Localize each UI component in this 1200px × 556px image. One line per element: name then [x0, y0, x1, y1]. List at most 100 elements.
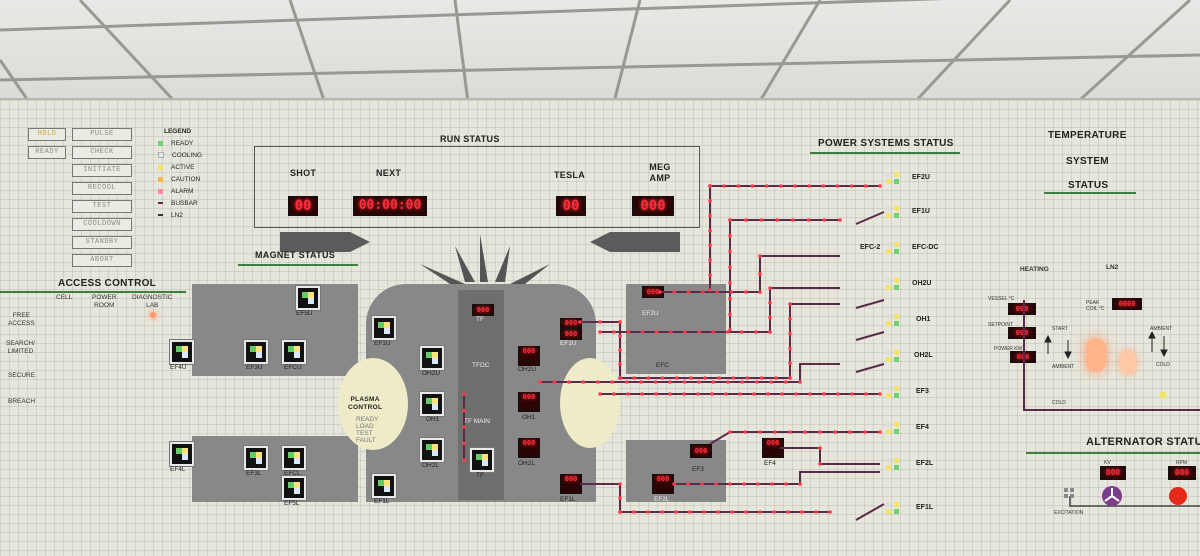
diagnostic-lab-indicator [150, 312, 156, 318]
legend-title: LEGEND [164, 128, 192, 135]
access-row-breach: BREACH [8, 398, 36, 405]
cooling-swatch-icon [158, 152, 164, 159]
busbar-light [788, 346, 792, 351]
busbar-light [646, 510, 650, 514]
down-arrow-icon [1160, 349, 1168, 358]
status-light [894, 213, 899, 218]
ef4u-label: EF4U [170, 364, 187, 371]
busbar-light [728, 249, 732, 254]
ps-ef2u-label: EF2U [912, 174, 930, 181]
temp-light [1160, 392, 1166, 398]
busbar-light [772, 510, 776, 514]
ln2-label: LN2 [1106, 264, 1119, 271]
busbar-light [878, 392, 882, 396]
status-light [894, 393, 899, 398]
initiate-button[interactable]: INITIATE [72, 164, 132, 177]
efc-label: EFC [656, 362, 669, 369]
busbar-light [743, 218, 748, 222]
tf-indicator [470, 448, 494, 472]
ef5u-indicator [296, 286, 320, 310]
busbar-lights [462, 184, 882, 514]
ambient-label-left: AMBIENT [1052, 364, 1075, 370]
magnet-status-rule [238, 264, 358, 266]
status-light [886, 179, 891, 184]
oh2l-indicator [420, 438, 444, 462]
ef4l-label: EF4L [170, 466, 186, 473]
tfdc-label: TFDC [472, 362, 490, 369]
busbar-light [578, 320, 582, 324]
busbar-light [708, 184, 712, 188]
busbar-light [728, 312, 732, 317]
ps-oh2u-label: OH2U [912, 280, 932, 287]
megamp-label: MEG AMP [649, 162, 671, 183]
hold-button[interactable]: HOLD [28, 128, 66, 141]
access-row-secure: SECURE [8, 372, 36, 379]
ps-ef1l-label: EF1L [916, 504, 934, 511]
busbar-light [700, 482, 704, 486]
busbar-light [728, 430, 732, 434]
busbar-light [729, 290, 734, 294]
pulse-button[interactable]: PULSE [72, 128, 132, 141]
status-light [886, 509, 891, 514]
access-control-title: ACCESS CONTROL [58, 278, 157, 289]
busbar-light [717, 376, 721, 380]
busbar-light [669, 330, 673, 334]
busbar-light [708, 258, 712, 263]
busbar-light [567, 380, 571, 384]
ps-ef2l-label: EF2L [916, 460, 934, 467]
busbar-light [618, 362, 622, 366]
busbar-light [618, 482, 622, 486]
status-light [894, 465, 899, 470]
busbar-light [759, 218, 764, 222]
standby-button[interactable]: STANDBY [72, 236, 132, 249]
busbar-light [850, 392, 854, 396]
busbar-light [730, 510, 734, 514]
tesla-label: TESLA [554, 170, 586, 180]
busbar-light [849, 184, 854, 188]
busbar-light [814, 510, 818, 514]
cold-label-right: COLD [1156, 362, 1170, 368]
test-button[interactable]: TEST [72, 200, 132, 213]
ready-swatch-icon [158, 140, 163, 146]
busbar-light [708, 273, 712, 277]
access-col-cell: CELL [56, 294, 73, 301]
busbar-light [788, 361, 792, 366]
busbar-light [788, 302, 792, 306]
busbar-light [618, 320, 622, 324]
status-light [886, 172, 891, 177]
abort-button[interactable]: ABORT [72, 254, 132, 267]
busbar-light [728, 281, 732, 285]
upper-right-coil-block [626, 284, 726, 374]
recool-button[interactable]: RECOOL [72, 182, 132, 195]
ready-button[interactable]: READY [28, 146, 66, 159]
busbar-light [462, 441, 466, 446]
busbar-light [640, 330, 645, 334]
check-button[interactable]: CHECK [72, 146, 132, 159]
oh1-label: OH1 [426, 416, 440, 423]
access-col-diagnostic-lab: DIAGNOSTIC LAB [132, 294, 173, 309]
busbar-light [708, 288, 712, 292]
plasma-right [560, 358, 620, 448]
busbar-light [632, 376, 636, 380]
busbar-light [674, 376, 679, 380]
ps-oh2l-label: OH2L [914, 352, 933, 359]
ef5l-label: EF5L [284, 500, 300, 507]
busbar-light [612, 392, 616, 396]
ln2-swatch-icon [158, 214, 163, 217]
busbar-light [740, 380, 745, 384]
busbar-light [708, 199, 712, 203]
access-row-search: SEARCH/ LIMITED [6, 340, 35, 355]
efcu-indicator [282, 340, 306, 364]
busbar-light [878, 184, 882, 188]
cooldown-button[interactable]: COOLDOWN [72, 218, 132, 231]
busbar-light [598, 330, 602, 334]
busbar-light [766, 392, 770, 396]
status-light [886, 206, 891, 211]
peak-coil-label: PEAK COIL °C [1086, 300, 1105, 312]
right-oh2l-label: OH2L [518, 460, 535, 467]
busbar-light [668, 380, 672, 384]
busbar-light [864, 184, 868, 188]
busbar-light [632, 510, 636, 514]
busbar-light [758, 430, 762, 434]
busbar-light [703, 376, 707, 380]
